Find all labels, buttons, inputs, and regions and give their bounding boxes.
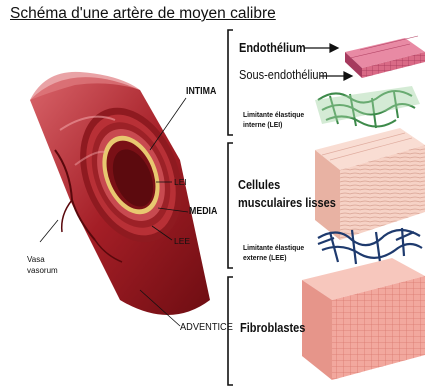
label-endothelium: Endothélium xyxy=(239,41,306,56)
artery-cross-section xyxy=(30,72,210,315)
label-adventice: ADVENTICE xyxy=(180,321,233,333)
adventitia-block xyxy=(302,258,425,380)
label-sous-endothelium: Sous-endothélium xyxy=(239,68,328,82)
label-fibroblastes: Fibroblastes xyxy=(240,321,305,336)
smooth-muscle-block xyxy=(315,128,425,240)
lee-mesh xyxy=(318,228,422,264)
label-media: MEDIA xyxy=(189,206,217,217)
label-lei-2: interne (LEI) xyxy=(243,120,282,129)
endothelium-slab xyxy=(345,36,425,78)
label-lee: LEE xyxy=(174,236,190,246)
label-cellules-2: musculaires lisses xyxy=(238,196,336,211)
label-cellules-1: Cellules xyxy=(238,178,280,193)
label-intima: INTIMA xyxy=(186,86,216,97)
label-lee-2: externe (LEE) xyxy=(243,253,287,262)
label-lee-1: Limitante élastique xyxy=(243,243,304,252)
label-vasa-vasorum-1: Vasa xyxy=(27,255,45,265)
label-lei: LEI xyxy=(174,177,187,187)
label-lei-1: Limitante élastique xyxy=(243,110,304,119)
label-vasa-vasorum-2: vasorum xyxy=(27,266,58,276)
